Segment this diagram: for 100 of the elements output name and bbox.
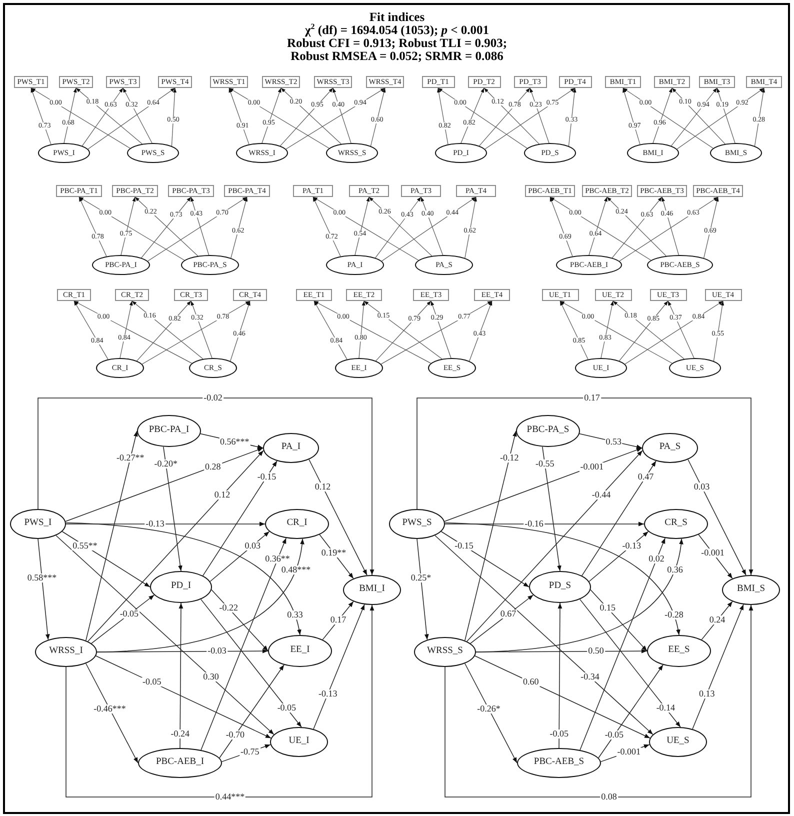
arrow (314, 300, 432, 364)
edge-label: -0.03 (206, 646, 228, 656)
arrow (438, 88, 528, 149)
arrow (38, 538, 50, 640)
arrow (228, 88, 250, 145)
arrow (668, 300, 694, 358)
arrow (280, 88, 334, 146)
edge-label: 0.50 (587, 646, 605, 656)
arrow (580, 598, 681, 728)
latent-variable-ellipse: PBC-PA_S (516, 415, 580, 447)
arrow (580, 538, 666, 750)
arrow (228, 88, 330, 149)
arrow (622, 88, 640, 145)
edge-label: 0.33 (286, 610, 304, 620)
edge-label: 0.12 (314, 482, 332, 492)
arrow (704, 196, 719, 258)
latent-variable-ellipse: UE_S (649, 727, 707, 757)
edge-label: 0.36** (264, 554, 291, 564)
arrow (91, 594, 155, 644)
arrow (376, 300, 432, 362)
arrow (76, 88, 142, 144)
latent-variable-ellipse: EE_S (647, 635, 711, 667)
edge-label: 0.03 (692, 482, 711, 492)
arrow (358, 300, 366, 358)
arrow (598, 664, 664, 758)
edge-label: -0.13 (144, 520, 166, 528)
arrow (122, 88, 152, 144)
latent-variable-ellipse: CR_I (265, 509, 329, 539)
arrow (588, 531, 649, 582)
arrow (588, 196, 608, 256)
latent-variable-ellipse: PD_I (150, 571, 212, 603)
arrow (590, 589, 648, 652)
arrow (96, 656, 272, 738)
arrow (568, 88, 576, 146)
latent-variable-ellipse: PBC-AEB_S (517, 748, 601, 778)
edge-label: -0.70 (224, 730, 246, 740)
edge-label: 0.15 (598, 604, 616, 613)
edge-label: 0.67 (499, 610, 518, 619)
arrow (88, 88, 176, 150)
latent-variable-ellipse: UE_I (270, 727, 328, 757)
arrow (30, 88, 52, 145)
arrow (478, 88, 530, 146)
arrow (332, 88, 352, 144)
arrow (560, 300, 672, 364)
arrow (381, 196, 476, 262)
arrow (313, 604, 365, 730)
arrow (78, 196, 107, 257)
edge-label: 0.03 (244, 541, 262, 550)
edge-label: -0.55 (534, 460, 556, 469)
arrow (364, 300, 442, 360)
arrow (375, 196, 422, 258)
arrow (202, 460, 278, 576)
arrow (474, 656, 650, 738)
edge-label: 0.60 (522, 678, 540, 687)
arrow (484, 88, 540, 144)
edge-label: 0.55** (72, 541, 98, 550)
edge-label: -0.15 (256, 472, 278, 482)
edge-label: -0.75 (240, 747, 260, 756)
arrow (200, 538, 286, 750)
fit-index-text: χ$^{2}$ (df) = 1694.054 (1053); p < 0.001 (304, 24, 490, 36)
edge-label: 0.30 (202, 672, 220, 682)
arrow (132, 300, 204, 360)
fit-index-text: Robust CFI = 0.913; Robust TLI = 0.903; (287, 37, 507, 50)
arrow (312, 196, 419, 261)
arrow (672, 88, 726, 144)
edge-label: -0.15 (454, 541, 474, 550)
edge-label: -0.13 (621, 541, 642, 550)
edge-label: 0.53 (604, 437, 622, 446)
arrow (66, 604, 374, 798)
arrow (430, 300, 452, 358)
arrow (416, 538, 429, 640)
arrow (66, 522, 301, 636)
arrow (120, 196, 136, 256)
arrow (190, 196, 210, 256)
arrow (280, 88, 342, 144)
arrow (444, 604, 754, 798)
latent-variable-ellipse: PWS_I (10, 509, 66, 539)
arrow (370, 88, 386, 146)
arrow (134, 196, 198, 256)
edge-label: 0.48*** (280, 565, 312, 574)
arrow (600, 300, 614, 358)
edge-label: -0.26* (476, 704, 502, 714)
edge-label: 0.28 (204, 462, 222, 472)
arrow (464, 196, 477, 258)
edge-label: 0.47 (636, 472, 655, 482)
arrow (530, 88, 550, 144)
edge-label: -0.44 (590, 490, 612, 500)
arrow (120, 300, 133, 358)
arrow (444, 448, 642, 522)
fit-index-text: Robust RMSEA = 0.052; SRMR = 0.086 (290, 50, 504, 62)
arrow (96, 648, 268, 654)
arrow (560, 300, 588, 360)
arrow (38, 398, 374, 576)
edge-label: 0.58*** (26, 574, 58, 582)
edge-label: -0.14 (655, 704, 676, 713)
arrow (437, 88, 448, 145)
arrow (171, 88, 177, 146)
edge-label: 0.36 (666, 565, 684, 574)
latent-variable-ellipse: PBC-AEB_I (138, 748, 222, 778)
arrow (141, 196, 192, 258)
